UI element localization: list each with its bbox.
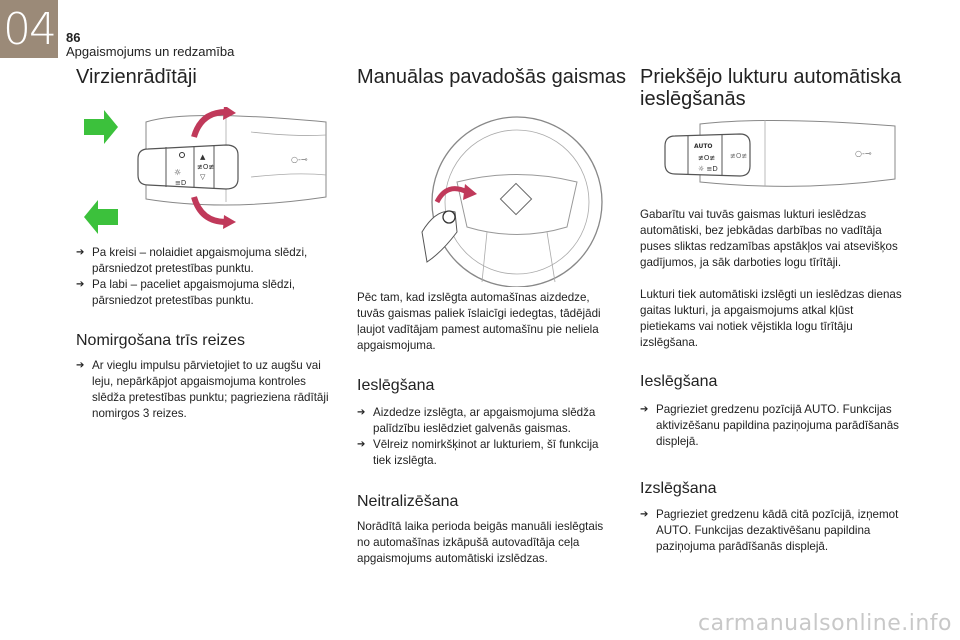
arrow-left-icon bbox=[84, 200, 118, 234]
auto-off-list: ➔Pagrieziet gredzenu kādā citā pozīcijā,… bbox=[640, 507, 902, 555]
svg-text:≢O≢: ≢O≢ bbox=[698, 154, 715, 162]
guide-neutral-title: Neitralizēšana bbox=[357, 493, 459, 510]
svg-text:☼ ≡D: ☼ ≡D bbox=[698, 165, 718, 173]
svg-text:☼: ☼ bbox=[174, 168, 181, 177]
svg-text:○-⊸: ○-⊸ bbox=[291, 155, 308, 164]
triple-flash-title: Nomirgošana trīs reizes bbox=[76, 332, 245, 349]
list-item: ➔Ar vieglu impulsu pārvietojiet to uz au… bbox=[76, 359, 329, 420]
arrow-right-icon bbox=[84, 110, 118, 144]
auto-stalk-illustration: AUTO ≢O≢ ☼ ≡D ≢O≢ ○-⊸ bbox=[664, 119, 896, 187]
svg-text:≡D: ≡D bbox=[175, 179, 186, 187]
auto-off-title: Izslēgšana bbox=[640, 480, 717, 497]
page-number: 86 bbox=[66, 30, 81, 45]
steering-wheel-illustration bbox=[421, 116, 603, 287]
turn-signals-list: ➔Pa kreisi – nolaidiet apgaismojuma slēd… bbox=[76, 245, 336, 309]
svg-text:▲: ▲ bbox=[200, 153, 206, 161]
guide-on-title: Ieslēgšana bbox=[357, 377, 435, 394]
arrow-up-icon bbox=[463, 184, 477, 200]
svg-text:▽: ▽ bbox=[200, 173, 206, 181]
auto-on-title: Ieslēgšana bbox=[640, 373, 718, 390]
section-title: Apgaismojums un redzamība bbox=[66, 44, 235, 59]
guide-on-list: ➔Aizdedze izslēgta, ar apgaismojuma slēd… bbox=[357, 405, 619, 469]
auto-on-list: ➔Pagrieziet gredzenu pozīcijā AUTO. Funk… bbox=[640, 402, 902, 450]
list-item: ➔Pa labi – paceliet apgaismojuma slēdzi,… bbox=[76, 278, 296, 307]
triple-flash-list: ➔Ar vieglu impulsu pārvietojiet to uz au… bbox=[76, 358, 336, 422]
arrow-down-icon bbox=[223, 215, 236, 229]
auto-lights-intro-2: Lukturi tiek automātiski izslēgti un ies… bbox=[640, 288, 902, 349]
list-item: ➔Pa kreisi – nolaidiet apgaismojuma slēd… bbox=[76, 246, 308, 275]
guide-lights-intro: Pēc tam, kad izslēgta automašīnas aizded… bbox=[357, 291, 601, 352]
list-item: ➔Aizdedze izslēgta, ar apgaismojuma slēd… bbox=[357, 406, 596, 435]
turn-signals-title: Virzienrādītāji bbox=[76, 66, 197, 88]
guide-lights-title: Manuālas pavadošās gaismas bbox=[357, 66, 627, 88]
guide-neutral-text: Norādītā laika perioda beigās manuāli ie… bbox=[357, 520, 604, 565]
list-item: ➔Pagrieziet gredzenu pozīcijā AUTO. Funk… bbox=[640, 403, 899, 448]
list-item: ➔Vēlreiz nomirkšķinot ar lukturiem, šī f… bbox=[357, 438, 599, 467]
svg-text:≢O≢: ≢O≢ bbox=[197, 163, 214, 171]
auto-lights-intro-1: Gabarītu vai tuvās gaismas lukturi ieslē… bbox=[640, 208, 898, 269]
chapter-number-box: 04 bbox=[0, 0, 58, 58]
watermark: carmanualsonline.info bbox=[698, 611, 952, 636]
svg-text:≢O≢: ≢O≢ bbox=[730, 152, 747, 160]
svg-text:AUTO: AUTO bbox=[694, 143, 713, 150]
stalk-illustration: ☼ ≡D ▲ ≢O≢ ▽ ○-⊸ bbox=[84, 107, 327, 234]
list-item: ➔Pagrieziet gredzenu kādā citā pozīcijā,… bbox=[640, 508, 899, 553]
arrow-up-icon bbox=[223, 107, 236, 120]
auto-lights-title: Priekšējo lukturu automātiska ieslēgšanā… bbox=[640, 66, 902, 110]
svg-text:○-⊸: ○-⊸ bbox=[855, 149, 872, 158]
